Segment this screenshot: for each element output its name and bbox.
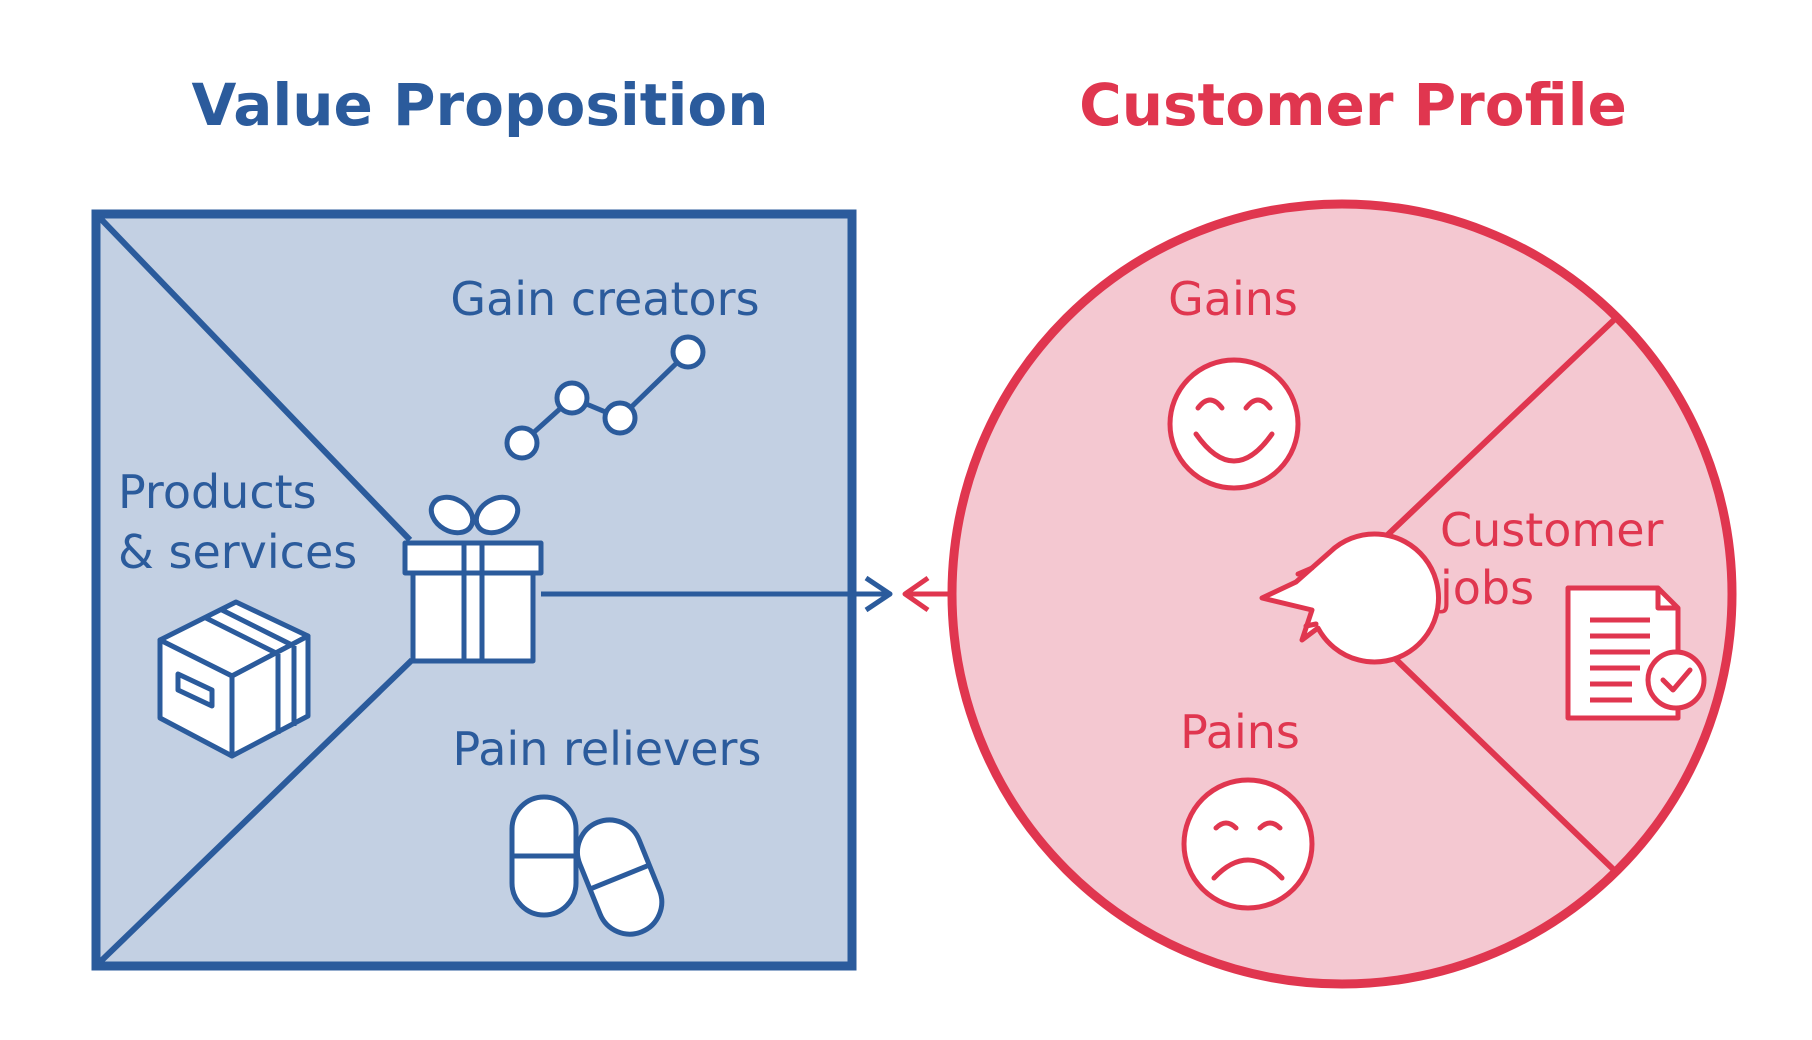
- divider-customer-jobs-lower: [1377, 641, 1617, 873]
- document-check-icon: [1565, 585, 1707, 721]
- divider-customer-jobs-upper: [1375, 315, 1619, 547]
- sad-face-icon: [1181, 777, 1315, 911]
- products-services-label-line2: & services: [118, 525, 357, 579]
- value-proposition-title: Value Proposition: [191, 71, 768, 139]
- customer-jobs-label-line2: jobs: [1439, 561, 1534, 615]
- pain-relievers-label: Pain relievers: [453, 722, 762, 776]
- pains-label: Pains: [1180, 705, 1300, 759]
- customer-profile-title: Customer Profile: [1079, 71, 1627, 139]
- customer-head-icon: [1259, 531, 1441, 665]
- customer-jobs-label-line1: Customer: [1440, 503, 1664, 557]
- divider-lower: [97, 657, 415, 965]
- pills-icon: [509, 794, 665, 937]
- box-icon: [157, 599, 311, 759]
- gain-creators-label: Gain creators: [450, 272, 759, 326]
- divider-upper: [97, 215, 413, 543]
- gains-label: Gains: [1168, 272, 1298, 326]
- trend-line-icon: [504, 334, 706, 461]
- products-services-label-line1: Products: [118, 465, 317, 519]
- gift-icon: [402, 494, 544, 664]
- smiley-face-icon: [1167, 357, 1301, 491]
